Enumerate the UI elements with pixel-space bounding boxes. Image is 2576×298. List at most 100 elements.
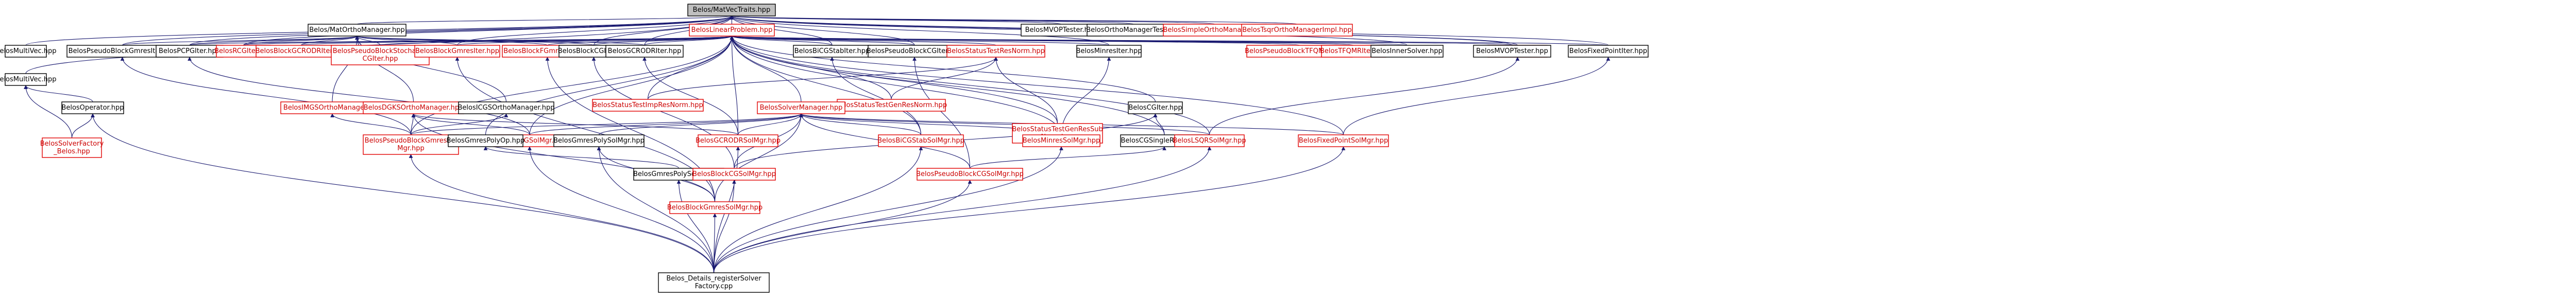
file-node-box [605,45,684,58]
include-edge [730,36,1165,135]
file-node-label: BelosSolverFactory [40,140,104,148]
file-node-box [687,4,776,16]
file-node-label: BelosMinresSolMgr.hpp [1023,137,1100,145]
file-node-n32[interactable]: BelosICGSOrthoManager.hpp [457,101,555,114]
file-node-box [1174,134,1245,147]
file-node-n9[interactable]: BelosPCPGIter.hpp [156,45,224,58]
file-node-box [1298,134,1389,147]
file-node-n26[interactable]: BelosMVOPTester.hpp [1473,45,1551,58]
file-node-box [698,134,778,147]
file-node-n43[interactable]: BelosBiCGStabSolMgr.hpp [877,134,964,147]
file-node-n16[interactable]: BelosGCRODRIter.hpp [605,45,684,58]
include-edge [799,113,922,135]
file-node-n34[interactable]: BelosStatusTestGenResNorm.hpp [836,99,947,112]
include-edge [730,36,1210,135]
file-node-box [553,134,645,147]
file-node-n31[interactable]: BelosDGKSOrthoManager.hpp [363,101,464,114]
file-node-n18[interactable]: BelosPseudoBlockCGIter.hpp [867,45,962,58]
file-node-label: BelosSimpleOrthoManager.hpp [1163,26,1266,34]
file-node-n49[interactable]: BelosGmresPolySolMgr.hpp [553,134,645,147]
edge-layer [24,15,1611,273]
file-node-n42[interactable]: BelosGCRODRSolMgr.hpp [696,134,781,147]
file-node-n7[interactable]: BelosMultiVec.hpp [0,45,56,58]
file-node-box [1370,45,1444,58]
file-node-n36[interactable]: BelosSolverManager.hpp [757,101,845,114]
file-node-n23[interactable]: BelosInnerSolver.hpp [1370,45,1444,58]
file-node-n6[interactable]: BelosTsqrOrthoManagerImpl.hpp [1241,24,1353,37]
file-node-n1[interactable]: Belos/MatOrthoManager.hpp [308,24,406,37]
include-edge [411,113,530,135]
file-node-box [448,134,523,147]
file-node-n2[interactable]: BelosLinearProblem.hpp [689,24,775,37]
file-node-label: BelosFixedPointSolMgr.hpp [1299,137,1388,145]
file-node-n27[interactable]: BelosMultiVec.hpp [0,73,56,86]
include-edge [410,113,416,135]
file-node-box [1076,45,1142,58]
file-node-label: BelosBiCGStabSolMgr.hpp [877,137,964,145]
file-node-label: BelosInnerSolver.hpp [1371,47,1442,55]
include-edge [25,15,734,74]
file-node-n46[interactable]: BelosLSQRSolMgr.hpp [1173,134,1246,147]
file-node-label: Belos/MatOrthoManager.hpp [309,26,404,34]
file-node-n0[interactable]: Belos/MatVecTraits.hpp [687,4,776,16]
include-edge [410,113,509,135]
file-node-n4[interactable]: BelosOrthoManagerTest.hpp [1086,24,1181,37]
include-edge [730,36,1062,135]
file-node-n17[interactable]: BelosBiCGStabIter.hpp [793,45,871,58]
file-node-label: BelosCGIter.hpp [1128,104,1182,112]
file-node-n22[interactable]: BelosTFQMRIter.hpp [1320,45,1387,58]
file-node-n51[interactable]: BelosPseudoBlockCGSolMgr.hpp [916,168,1024,181]
file-node-n30[interactable]: BelosIMGSOrthoManager.hpp [280,101,384,114]
file-node-n29[interactable]: BelosSolverFactory_Belos.hpp [40,137,104,158]
include-edge [529,113,803,135]
include-edge [91,113,715,273]
file-node-box [669,201,760,214]
file-node-label: BelosMultiVec.hpp [0,47,56,55]
file-node-n44[interactable]: BelosMinresSolMgr.hpp [1022,134,1100,147]
file-node-n3[interactable]: BelosMVOPTester.hpp [1021,24,1101,37]
file-node-label: BelosICGSOrthoManager.hpp [457,104,554,112]
file-node-label: BelosMVOPTester.hpp [1476,47,1548,55]
file-node-n11[interactable]: BelosBlockGCRODRIter.hpp [256,45,347,58]
file-node-n50[interactable]: BelosBlockCGSolMgr.hpp [692,168,776,181]
include-edge [528,146,715,273]
file-node-n28[interactable]: BelosOperator.hpp [61,101,124,114]
file-node-label: CGIter.hpp [362,55,398,63]
include-edge [730,36,1156,102]
file-node-n37[interactable]: BelosCGIter.hpp [1128,101,1183,114]
file-node-label: Factory.cpp [695,283,733,290]
file-node-n8[interactable]: BelosPseudoBlockGmresIter.hpp [66,45,178,58]
file-node-n41[interactable]: BelosBlockGmresSolMgr.hpp [667,201,762,214]
include-edge [411,113,716,202]
file-node-box [5,45,47,58]
file-node-n47[interactable]: BelosFixedPointSolMgr.hpp [1298,134,1389,147]
file-node-n13[interactable]: BelosBlockGmresIter.hpp [414,45,500,58]
include-edge [357,15,734,25]
include-edge [730,15,1298,25]
file-node-label: BelosMultiVec.hpp [0,76,56,83]
file-node-label: BelosPseudoBlockStochastic [333,47,428,55]
file-node-box [917,168,1023,181]
file-node-n25[interactable]: BelosFixedPointIter.hpp [1568,45,1649,58]
file-node-box [692,168,776,181]
file-node-box [61,101,124,114]
file-node-n33[interactable]: BelosStatusTestImpResNorm.hpp [592,99,704,112]
file-node-label: BelosTFQMRIter.hpp [1320,47,1387,55]
include-edge [713,146,1212,273]
file-node-label: BelosGCRODRSolMgr.hpp [696,137,781,145]
include-edge [713,180,972,273]
file-node-label: BelosLinearProblem.hpp [691,26,773,34]
include-edge [912,57,971,169]
file-node-n48[interactable]: BelosGmresPolyOp.hpp [447,134,525,147]
file-node-n20[interactable]: BelosMinresIter.hpp [1076,45,1142,58]
include-edge [593,36,734,46]
include-edge [71,113,95,138]
file-node-n19[interactable]: BelosStatusTestResNorm.hpp [946,45,1045,58]
file-node-label: Belos/MatVecTraits.hpp [693,6,771,14]
include-edge [737,113,803,135]
file-node-label: BelosSolverManager.hpp [760,104,843,112]
